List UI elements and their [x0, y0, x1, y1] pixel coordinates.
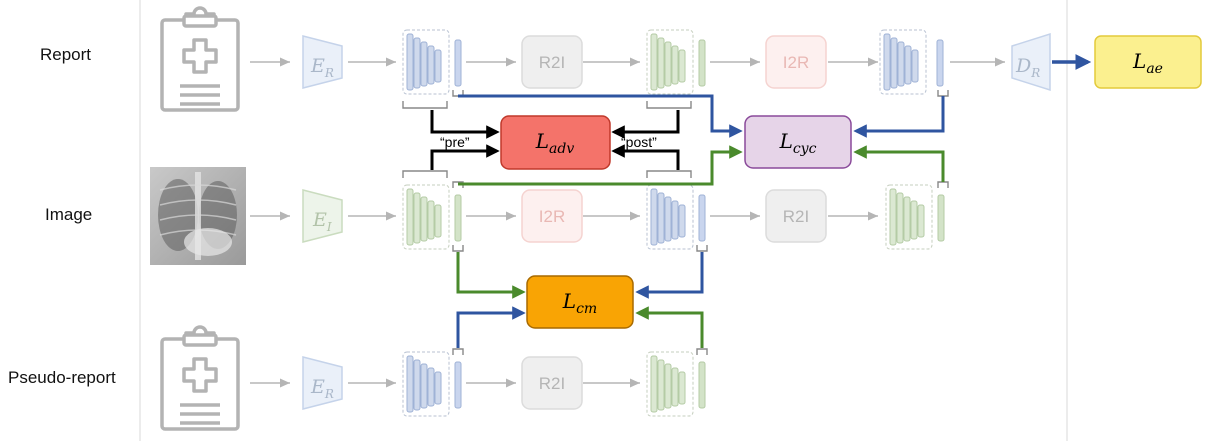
pre-label: “pre” [440, 134, 470, 150]
r2i-block-pseudo: R2I [521, 356, 583, 410]
svg-text:Lcm: Lcm [562, 289, 597, 317]
arrow-pre-report-to-adv [430, 110, 500, 139]
svg-text:R2I: R2I [539, 53, 565, 72]
svg-text:I2R: I2R [539, 207, 565, 226]
report-encoder: ER [302, 35, 343, 89]
loss-ae-box: Lae [1094, 35, 1202, 89]
feature-stack-report-r2i [646, 29, 706, 95]
svg-text:Ladv: Ladv [535, 129, 575, 157]
arrow-post-report-to-adv [611, 110, 680, 139]
clipboard-medical-icon [160, 325, 240, 431]
row-label-image: Image [45, 205, 93, 224]
report-decoder: DR [1011, 32, 1051, 92]
feature-stack-pseudo [402, 351, 462, 417]
row-label-report: Report [40, 45, 92, 64]
feature-stack-pseudo-r2i [646, 351, 706, 417]
image-encoder: EI [302, 189, 343, 243]
arrow-i2r-feature-to-cm [635, 252, 704, 299]
arrow-pseudo-feature-to-cm [456, 306, 526, 348]
loss-cyc-box: Lcyc [744, 115, 852, 169]
svg-text:EI: EI [312, 209, 332, 234]
svg-text:R2I: R2I [783, 207, 809, 226]
pipeline-arrows [250, 57, 1005, 388]
pseudo-report-encoder: ER [302, 356, 343, 410]
feature-stack-image-1 [402, 184, 462, 250]
arrow-image-feature-to-cm [456, 252, 526, 299]
feature-stack-image-2 [885, 184, 945, 250]
loss-adv-box: Ladv [500, 115, 611, 170]
arrow-pseudo-r2i-to-cm [635, 306, 704, 348]
i2r-block-image: I2R [521, 189, 583, 243]
svg-text:ER: ER [310, 376, 334, 401]
clipboard-medical-icon [160, 6, 240, 112]
svg-text:ER: ER [310, 55, 334, 80]
i2r-block-report: I2R [765, 35, 827, 89]
svg-text:I2R: I2R [783, 53, 809, 72]
arrow-report-feature-to-cyc [458, 94, 743, 138]
row-label-pseudo-report: Pseudo-report [8, 368, 116, 387]
arrow-pre-image-to-adv [430, 144, 500, 170]
arrow-image-cycle-to-cyc [853, 145, 945, 182]
feature-stack-report-2 [879, 29, 944, 95]
arrow-post-image-to-adv [611, 144, 680, 170]
svg-text:Lae: Lae [1132, 49, 1163, 77]
feature-stack-image-i2r [646, 184, 706, 250]
svg-text:Lcyc: Lcyc [779, 129, 817, 157]
svg-text:DR: DR [1015, 55, 1040, 80]
r2i-block-report: R2I [521, 35, 583, 89]
arrow-image-feature-to-cyc [458, 145, 743, 186]
loss-cm-box: Lcm [526, 275, 634, 329]
r2i-block-image: R2I [765, 189, 827, 243]
feature-stack-report-1 [402, 29, 462, 95]
post-label: “post” [621, 134, 657, 150]
chest-xray-image [150, 167, 246, 265]
arrow-report-cycle-to-cyc [853, 96, 945, 138]
svg-text:R2I: R2I [539, 374, 565, 393]
